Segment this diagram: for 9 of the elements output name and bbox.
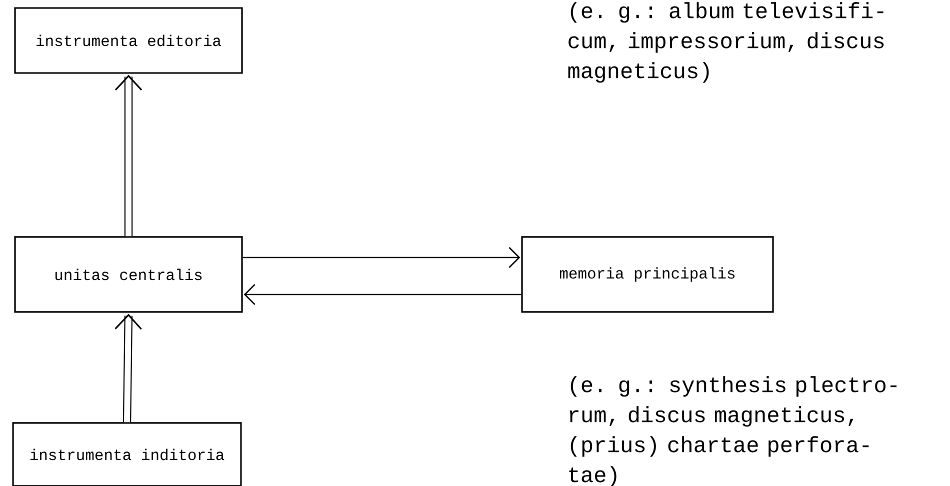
arrow <box>114 314 142 422</box>
example-note: (e. g.: album televisifi- cum, impressorium, discus magneticus) <box>568 2 884 83</box>
arrow <box>114 74 142 236</box>
device-box: memoria principalis <box>521 236 774 313</box>
arrow <box>244 284 522 305</box>
device-box: instrumenta inditoria <box>12 422 242 486</box>
device-box: instrumenta editoria <box>14 7 243 74</box>
arrow <box>242 247 520 268</box>
device-box: unitas centralis <box>14 236 243 313</box>
